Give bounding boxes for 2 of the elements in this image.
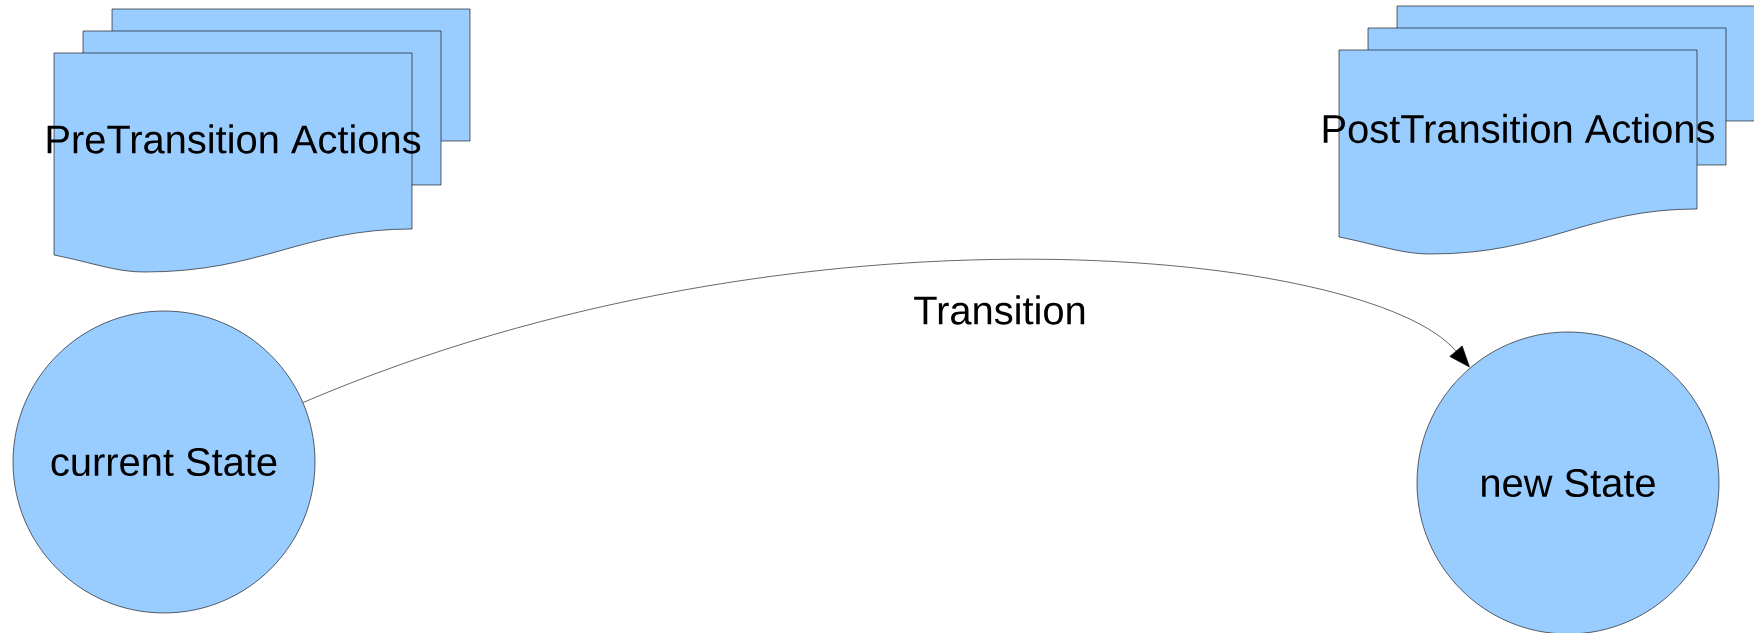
arrow: [302, 258, 1470, 403]
edge-label: Transition: [911, 293, 1089, 327]
